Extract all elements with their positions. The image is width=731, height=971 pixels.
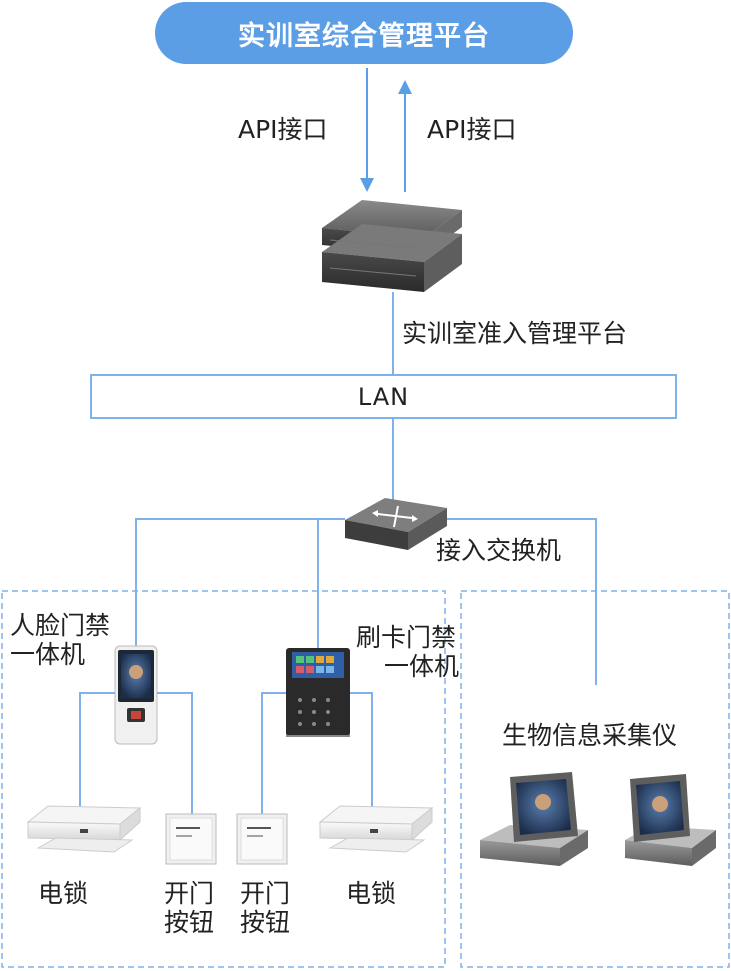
lan-label: LAN: [357, 382, 410, 411]
face-terminal-label-line2: 一体机: [10, 639, 86, 669]
face-terminal-label: 人脸门禁 一体机: [10, 611, 111, 670]
exit-button-icon-left: [165, 813, 217, 865]
biometric-device-icon-left: [480, 772, 588, 866]
electric-lock-icon-left: [26, 805, 142, 853]
electric-lock-icon-right: [318, 805, 434, 853]
switch-branch-lines: [135, 518, 597, 685]
lan-box: LAN: [90, 374, 677, 419]
face-terminal-icon: [114, 645, 158, 745]
access-platform-label: 实训室准入管理平台: [402, 319, 628, 348]
switch-icon: [345, 498, 447, 550]
button-label-right-line2: 按钮: [240, 907, 291, 937]
button-label-left-line1: 开门: [164, 879, 215, 908]
card-terminal-label-line2: 一体机: [384, 651, 460, 681]
button-label-left-line2: 按钮: [164, 907, 215, 937]
biometric-label: 生物信息采集仪: [502, 721, 678, 750]
button-label-left: 开门 按钮: [164, 879, 215, 938]
biometric-device-icon-right: [625, 774, 716, 866]
top-platform-title: 实训室综合管理平台: [155, 2, 573, 64]
exit-button-icon-right: [236, 813, 288, 865]
api-label-left: API接口: [238, 115, 328, 144]
lock-label-right: 电锁: [346, 879, 397, 908]
switch-label: 接入交换机: [436, 536, 562, 565]
button-label-right: 开门 按钮: [240, 879, 291, 938]
lock-label-left: 电锁: [38, 879, 89, 908]
terminal-wiring: [79, 692, 373, 815]
api-down-arrow: [360, 68, 374, 192]
card-terminal-label-line1: 刷卡门禁: [356, 623, 457, 652]
face-terminal-label-line1: 人脸门禁: [10, 611, 111, 640]
server-icon: [322, 200, 462, 292]
api-label-right: API接口: [427, 115, 517, 144]
button-label-right-line1: 开门: [240, 879, 291, 908]
api-up-arrow: [398, 80, 412, 192]
door-access-region: [1, 590, 446, 968]
biometric-region: [460, 590, 730, 968]
card-terminal-icon: [286, 648, 350, 737]
card-terminal-label: 刷卡门禁 一体机: [356, 623, 460, 682]
